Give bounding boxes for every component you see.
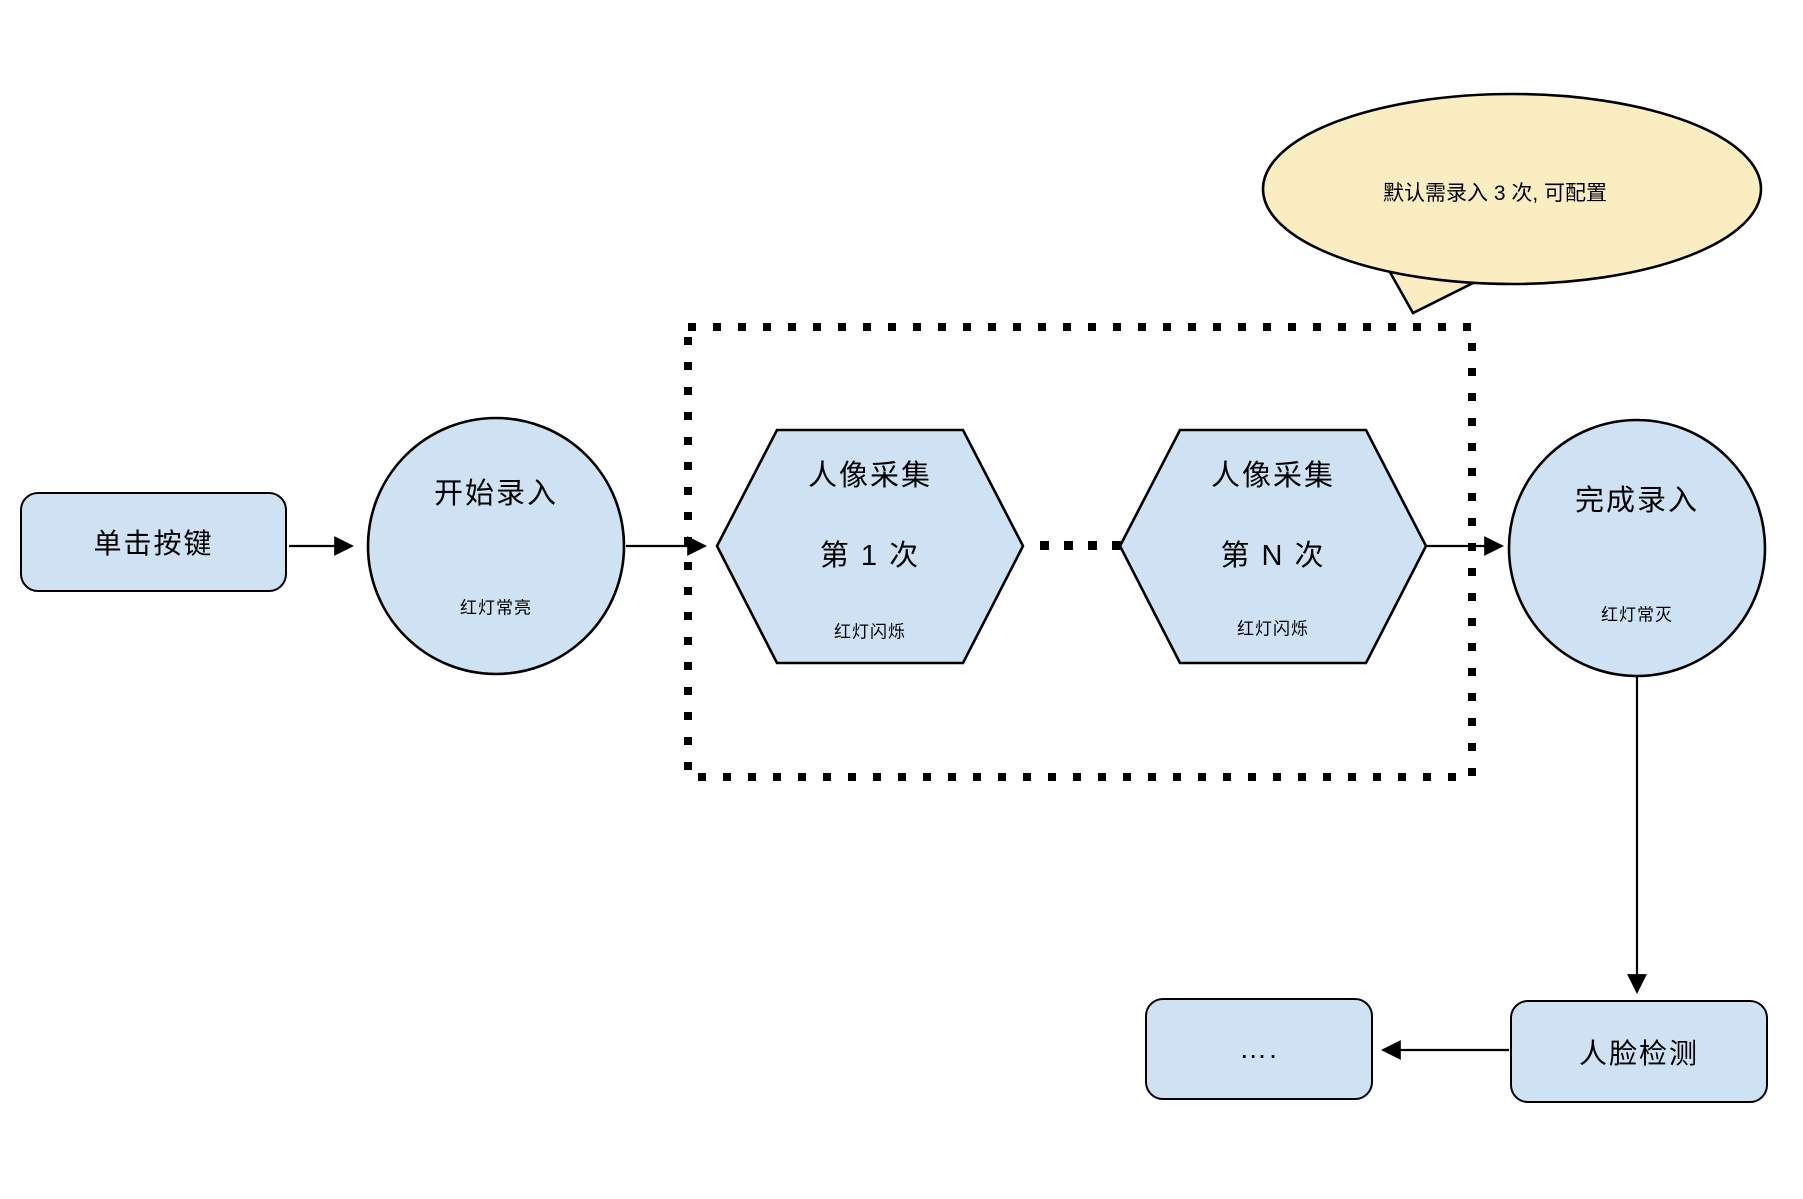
more-steps-label: …. [1239,1033,1279,1064]
callout-bubble[interactable] [1261,92,1763,286]
capture-nth-hexagon[interactable] [1118,428,1428,665]
capture-first-sublabel: 红灯闪烁 [834,622,906,642]
capture-first-count-label: 第 1 次 [819,540,921,572]
finish-entry-circle[interactable] [1507,418,1767,678]
capture-first-hexagon[interactable] [715,428,1025,665]
finish-entry-label: 完成录入 [1574,485,1700,517]
loop-group-dotted-border [684,323,1476,781]
start-entry-circle[interactable] [366,416,626,676]
capture-first-label: 人像采集 [807,460,933,492]
more-steps-node[interactable]: …. [1145,998,1373,1100]
ellipsis-dots-icon [1040,541,1121,550]
click-button-label: 单击按键 [93,528,214,559]
capture-nth-label: 人像采集 [1210,460,1336,492]
start-entry-sublabel: 红灯常亮 [460,598,532,618]
click-button-node[interactable]: 单击按键 [20,492,287,592]
start-entry-label: 开始录入 [433,478,559,510]
capture-nth-sublabel: 红灯闪烁 [1237,619,1309,639]
callout-text: 默认需录入 3 次, 可配置 [1382,182,1608,205]
face-detect-label: 人脸检测 [1578,1037,1699,1069]
capture-nth-count-label: 第 N 次 [1220,540,1326,572]
finish-entry-sublabel: 红灯常灭 [1601,605,1673,625]
face-detect-node[interactable]: 人脸检测 [1510,1000,1768,1103]
